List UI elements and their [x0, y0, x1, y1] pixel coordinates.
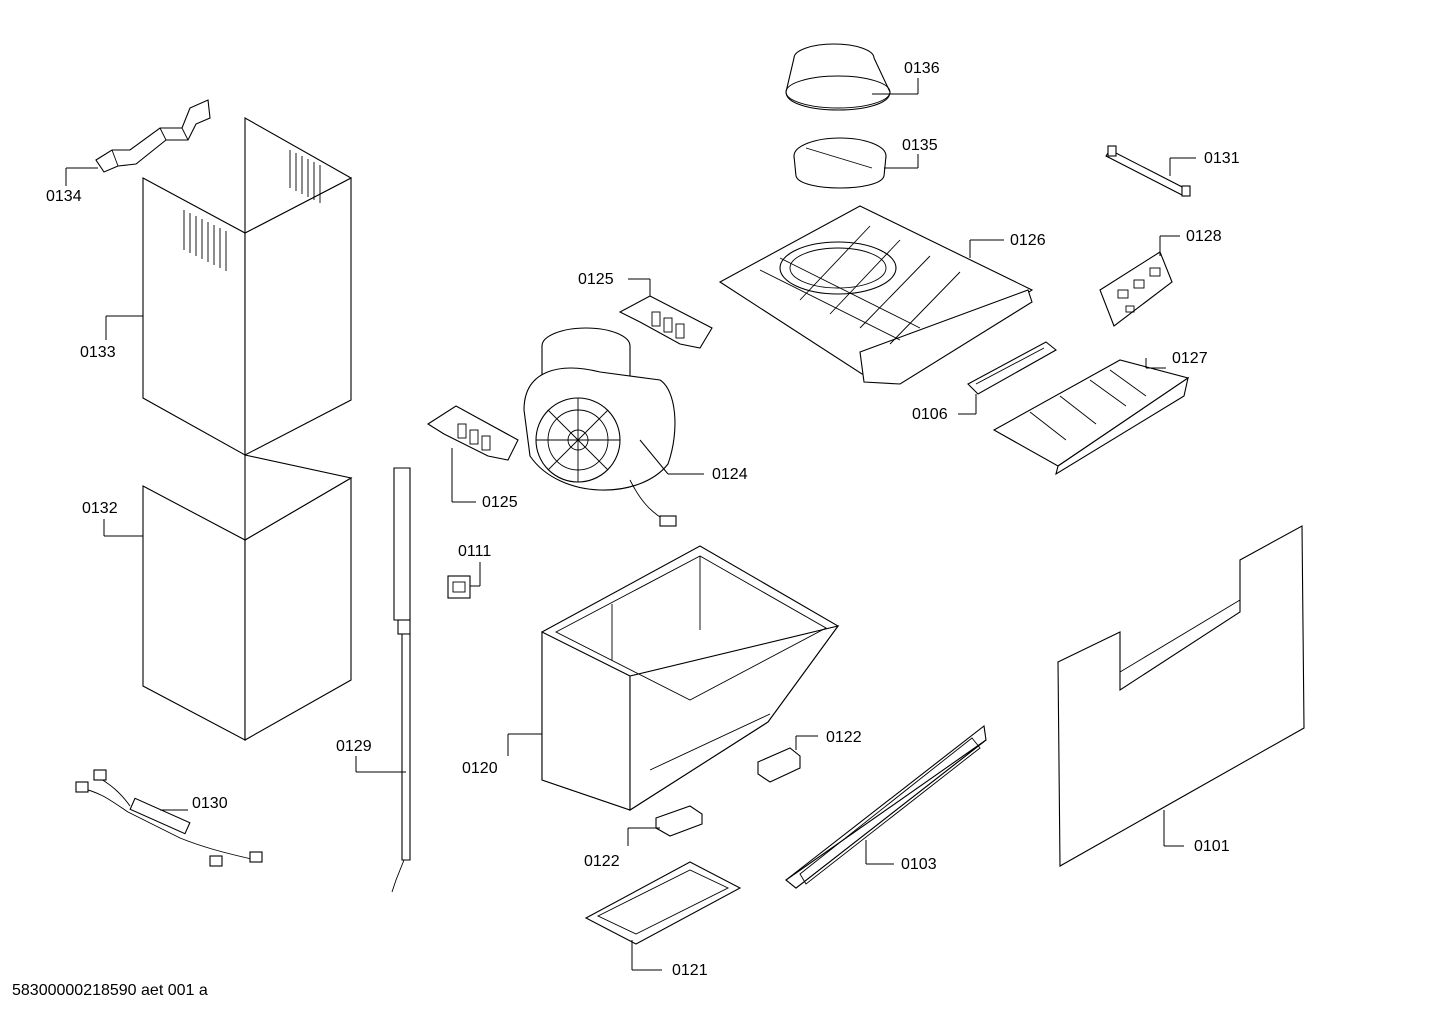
part-label-0124: 0124	[712, 466, 748, 483]
wire-harness-0130	[75, 769, 263, 867]
part-label-0136: 0136	[904, 60, 940, 77]
collar-0136	[785, 43, 891, 111]
control-housing-0127	[992, 359, 1190, 476]
rod-0129	[391, 467, 411, 893]
clip-0122-left	[655, 805, 703, 837]
base-plate-0126	[718, 205, 1034, 385]
front-panel-0101	[1057, 525, 1305, 867]
valve-0135	[793, 137, 887, 189]
part-label-0132: 0132	[82, 500, 118, 517]
part-label-0103: 0103	[901, 856, 937, 873]
lower-chimney-0132	[142, 454, 353, 741]
bracket-0134	[95, 99, 211, 173]
frame-0121	[584, 861, 742, 945]
part-label-0122b: 0122	[584, 853, 620, 870]
part-label-0101: 0101	[1194, 838, 1230, 855]
control-board-0128	[1099, 251, 1173, 327]
part-label-0122a: 0122	[826, 729, 862, 746]
part-label-0135: 0135	[902, 137, 938, 154]
part-label-0127: 0127	[1172, 350, 1208, 367]
pad-0125-upper	[618, 295, 713, 349]
part-label-0106: 0106	[912, 406, 948, 423]
part-label-0128: 0128	[1186, 228, 1222, 245]
part-label-0134: 0134	[46, 188, 82, 205]
part-label-0120: 0120	[462, 760, 498, 777]
part-label-0125a: 0125	[578, 271, 614, 288]
part-label-0111: 0111	[458, 543, 492, 560]
clip-0111	[447, 575, 471, 599]
blower-0124	[523, 327, 677, 527]
grease-filter-0103	[785, 724, 987, 889]
part-label-0131: 0131	[1204, 150, 1240, 167]
clip-0122-right	[757, 747, 801, 783]
part-label-0125b: 0125	[482, 494, 518, 511]
part-label-0126: 0126	[1010, 232, 1046, 249]
part-label-0133: 0133	[80, 344, 116, 361]
part-label-0130: 0130	[192, 795, 228, 812]
part-label-0121: 0121	[672, 962, 708, 979]
light-bar-0106	[967, 341, 1057, 395]
part-label-0129: 0129	[336, 738, 372, 755]
upper-chimney-0133	[142, 117, 353, 456]
canopy-box-0120	[541, 545, 840, 812]
document-code: 58300000218590 aet 001 a	[12, 982, 208, 999]
pad-0125-lower	[426, 405, 519, 461]
cable-0131	[1105, 145, 1191, 197]
